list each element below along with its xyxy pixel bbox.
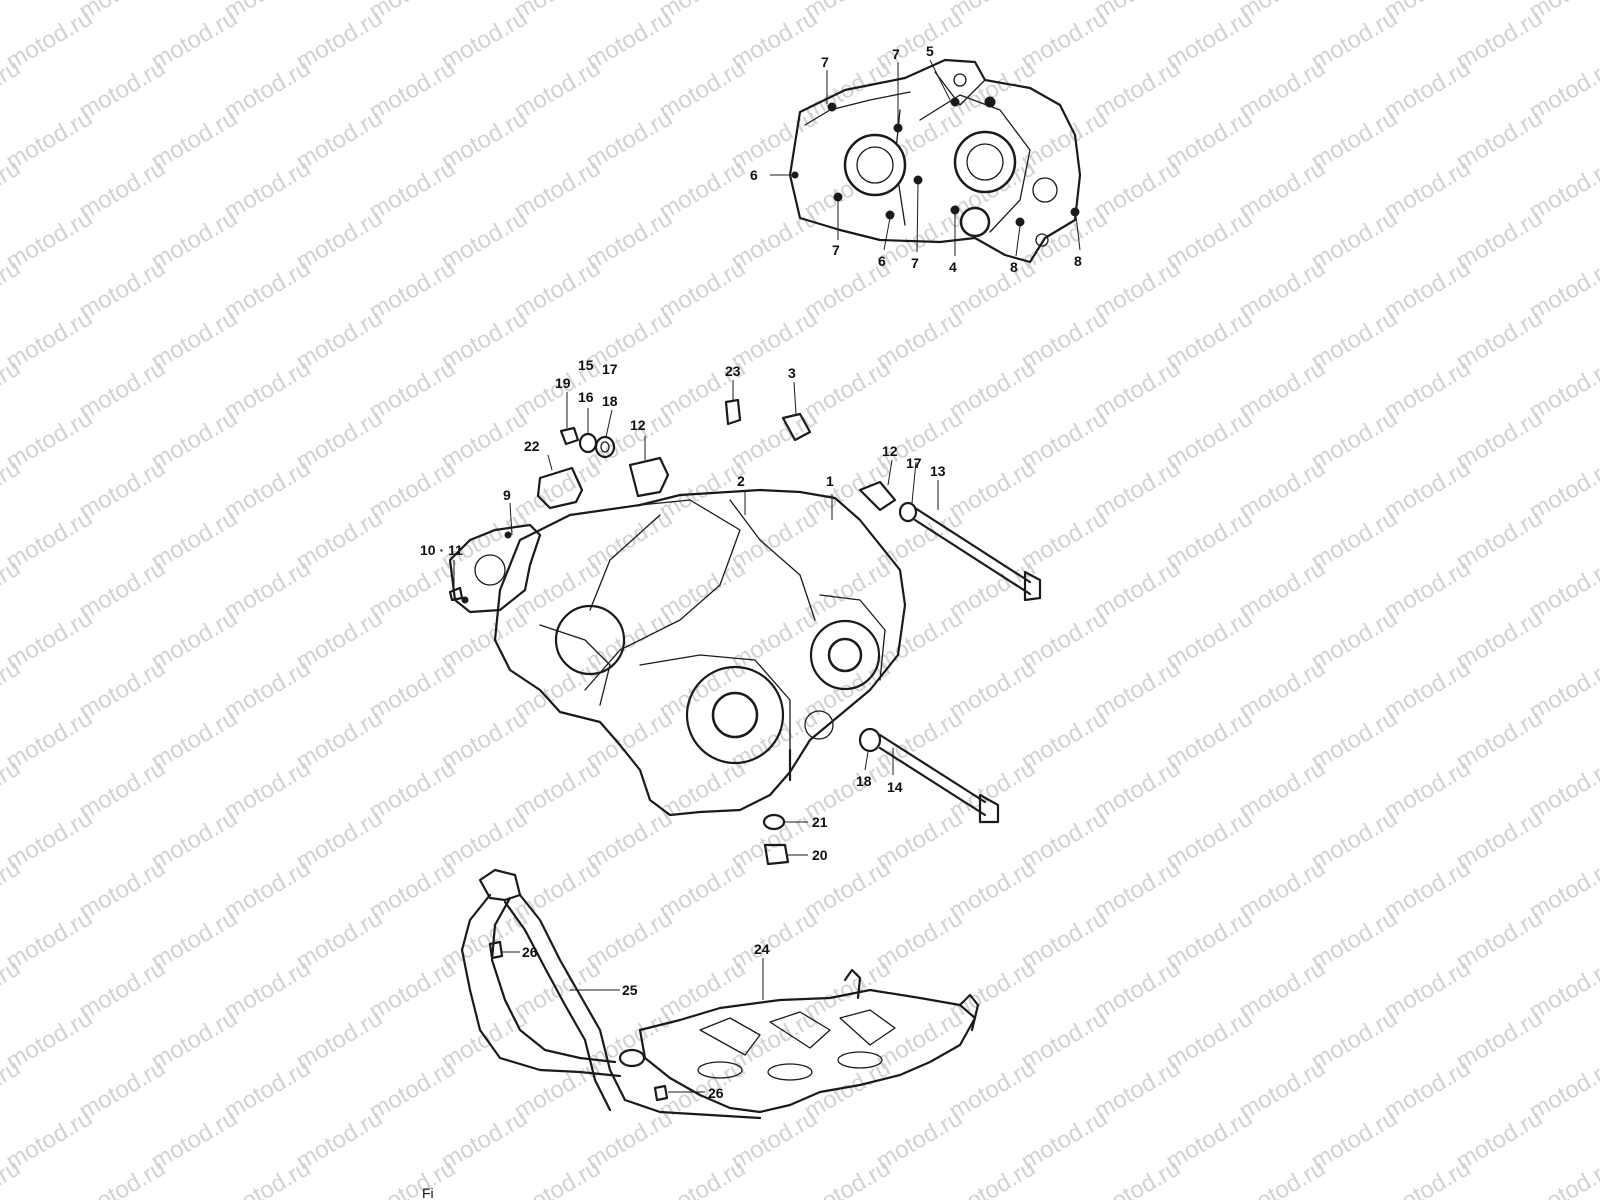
crankcase-inner-view [788,58,1082,264]
callout-7c: 7 [832,242,840,258]
callout-18a: 18 [602,393,618,409]
small-parts-top [448,398,1042,866]
frame-bracket [478,868,522,902]
callout-labels: 7 7 5 6 7 6 7 4 8 8 15 17 19 16 18 23 3 … [420,43,1082,1101]
watermark-text: motod.ru [800,1154,896,1200]
watermark-text: motod.ru [365,1154,461,1200]
main-bearing-bore-left [843,133,907,197]
callout-6b: 6 [878,253,886,269]
callout-12a: 12 [630,417,646,433]
part-12-left [628,456,670,498]
skid-plate-24 [638,988,977,1114]
main-bearing-bore-right [953,130,1017,194]
callout-5: 5 [926,43,934,59]
callout-21: 21 [812,814,828,830]
watermark-text: motod.ru [655,1154,751,1200]
callout-2: 2 [737,473,745,489]
callout-23: 23 [725,363,741,379]
watermark-text: motod.ru [945,1154,1041,1200]
callout-4: 4 [949,259,957,275]
callout-26a: 26 [522,944,538,960]
long-bolt-13 [1023,570,1042,602]
callout-10-11: 10 · 11 [420,542,463,558]
callout-7a: 7 [821,54,829,70]
callout-17a: 17 [602,361,618,377]
part-12-right [858,480,897,512]
callout-14: 14 [887,779,903,795]
callout-22: 22 [524,438,540,454]
callout-7d: 7 [911,255,919,271]
leader-lines [453,59,1081,1093]
watermark-text: motod.ru [220,1154,316,1200]
callout-1: 1 [826,473,834,489]
callout-16: 16 [578,389,594,405]
callout-26b: 26 [708,1085,724,1101]
callout-7b: 7 [892,46,900,62]
callout-13: 13 [930,463,946,479]
watermark-text: motod.ru [0,0,25,25]
figure-caption: Fi [422,1185,434,1200]
part-22 [536,466,584,510]
callout-19: 19 [555,375,571,391]
callout-8a: 8 [1010,259,1018,275]
callout-25: 25 [622,982,638,998]
gasket-left [448,523,542,614]
crankcase-assembly [448,488,907,817]
callout-8b: 8 [1074,253,1082,269]
watermark-text: motod.ru [1380,1154,1476,1200]
callout-6a: 6 [750,167,758,183]
watermark-text: motod.ru [1090,1154,1186,1200]
watermark-text: motod.ru [1235,1154,1331,1200]
watermark-text: motod.ru [75,1154,171,1200]
callout-18b: 18 [856,773,872,789]
callout-20: 20 [812,847,828,863]
long-bolt-14 [978,793,1000,824]
skid-plate-group [460,868,980,1120]
watermark-text: motod.ru [510,1154,606,1200]
watermark-text: motod.ru [1525,1154,1600,1200]
callout-15: 15 [578,357,594,373]
callout-3: 3 [788,365,796,381]
callout-12b: 12 [882,443,898,459]
callout-17b: 17 [906,455,922,471]
callout-9: 9 [503,487,511,503]
callout-24: 24 [754,941,770,957]
